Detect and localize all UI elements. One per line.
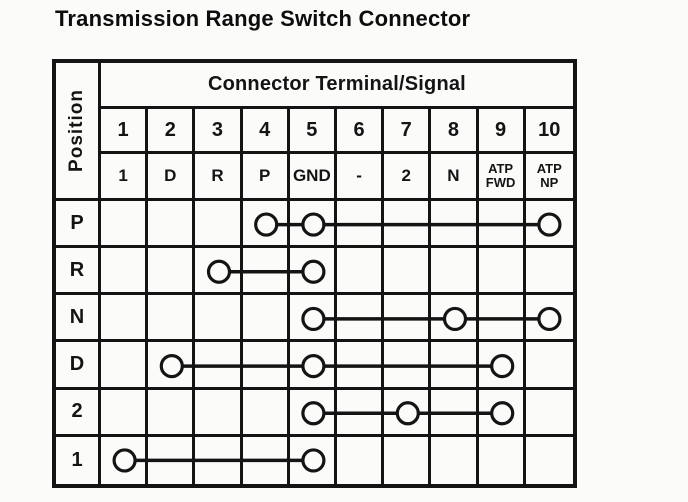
body-cell — [431, 389, 479, 437]
signal-cell: D — [148, 154, 196, 201]
body-cell — [479, 436, 526, 484]
signal-cell: N — [431, 154, 479, 201]
body-cell — [336, 389, 385, 437]
terminal-number-cell: 8 — [431, 109, 479, 154]
body-cell — [384, 295, 432, 343]
body-cell — [148, 389, 196, 437]
body-cell — [525, 342, 573, 390]
terminal-number-cell: 9 — [478, 109, 526, 154]
body-cell — [431, 436, 479, 484]
table-header: Connector Terminal/Signal — [101, 63, 573, 109]
body-cell — [148, 342, 196, 390]
signal-cell: GND — [289, 154, 337, 201]
body-cell — [384, 248, 432, 296]
body-cell — [242, 295, 290, 343]
terminal-number-cell: 1 — [101, 109, 149, 154]
body-cell — [195, 342, 243, 390]
terminal-number-cell: 7 — [384, 109, 432, 154]
body-cell — [525, 295, 573, 343]
terminal-number-cell: 5 — [289, 109, 337, 154]
body-cell — [384, 389, 432, 437]
body-cell — [431, 201, 479, 249]
body-cell — [525, 201, 573, 249]
position-column-header: Position — [56, 63, 101, 201]
body-cell — [384, 436, 432, 484]
terminal-number-cell: 4 — [242, 109, 290, 154]
body-cell — [195, 295, 243, 343]
body-cell — [195, 389, 243, 437]
body-cell — [242, 248, 290, 296]
row-label: 2 — [56, 389, 101, 437]
body-cell — [525, 248, 573, 296]
body-cell — [526, 437, 573, 484]
body-cell — [101, 342, 149, 390]
body-cell — [384, 201, 432, 249]
body-cell — [101, 436, 149, 484]
body-cell — [148, 201, 196, 249]
body-cell — [289, 295, 337, 343]
body-cell — [243, 436, 290, 484]
position-column-header-label: Position — [66, 89, 87, 172]
body-cell — [148, 295, 196, 343]
body-cell — [101, 389, 149, 437]
row-label: N — [56, 295, 101, 343]
body-cell — [431, 295, 479, 343]
body-cell — [384, 342, 432, 390]
body-cell — [336, 342, 385, 390]
signal-cell: - — [336, 154, 385, 201]
body-cell — [101, 248, 149, 296]
body-cell — [148, 248, 196, 296]
body-cell — [336, 201, 385, 249]
body-cell — [431, 342, 479, 390]
body-cell — [289, 389, 337, 437]
row-label: 1 — [56, 436, 101, 484]
row-label: R — [56, 248, 101, 296]
terminal-number-cell: 2 — [148, 109, 196, 154]
body-cell — [337, 436, 385, 484]
signal-cell: 1 — [101, 154, 149, 201]
body-cell — [101, 295, 149, 343]
body-cell — [525, 390, 573, 437]
body-cell — [478, 248, 526, 296]
body-cell — [289, 248, 337, 296]
body-cell — [336, 248, 385, 296]
body-cell — [242, 342, 290, 390]
signal-cell: 2 — [384, 154, 432, 201]
signal-cell: ATP NP — [525, 154, 573, 201]
body-cell — [478, 342, 526, 390]
body-cell — [242, 201, 290, 249]
body-cell — [431, 248, 479, 296]
body-cell — [478, 201, 526, 249]
body-cell — [289, 201, 337, 249]
body-cell — [148, 436, 196, 484]
body-cell — [336, 295, 385, 343]
signal-cell: ATP FWD — [478, 154, 526, 201]
signal-cell: P — [242, 154, 290, 201]
body-cell — [289, 342, 337, 390]
row-label: P — [56, 201, 101, 249]
row-label: D — [56, 342, 101, 390]
signal-cell: R — [195, 154, 243, 201]
terminal-number-cell: 6 — [336, 109, 385, 154]
body-cell — [195, 201, 243, 249]
terminal-number-cell: 10 — [525, 109, 573, 154]
body-cell — [195, 248, 243, 296]
page-title: Transmission Range Switch Connector — [55, 6, 471, 31]
body-cell — [101, 201, 149, 249]
body-cell — [478, 295, 526, 343]
terminal-number-cell: 3 — [195, 109, 243, 154]
body-cell — [290, 436, 337, 484]
body-cell — [242, 389, 290, 437]
body-cell — [478, 389, 526, 437]
body-cell — [195, 436, 243, 484]
